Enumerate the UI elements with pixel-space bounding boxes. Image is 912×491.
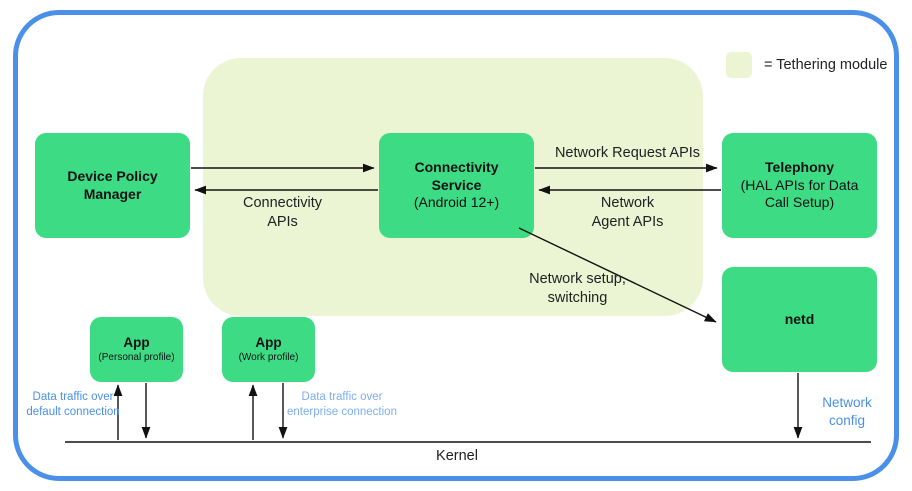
node-title: App <box>123 335 150 351</box>
outer-device-boundary <box>13 10 899 481</box>
node-app-personal-profile: App (Personal profile) <box>90 317 183 382</box>
node-device-policy-manager: Device Policy Manager <box>35 133 190 238</box>
node-subtitle-line1: (HAL APIs for Data <box>740 176 859 193</box>
label-connectivity-apis: Connectivity APIs <box>243 195 322 230</box>
node-subtitle: (Personal profile) <box>98 351 175 363</box>
label-network-config: Network config <box>822 395 872 428</box>
node-app-work-profile: App (Work profile) <box>222 317 315 382</box>
label-network-agent-apis: Network Agent APIs <box>591 195 664 230</box>
node-title-line1: Device Policy <box>67 167 158 184</box>
label-data-traffic-enterprise-connection: Data traffic over enterprise connection <box>287 391 397 418</box>
node-title-line1: Connectivity <box>414 158 499 175</box>
node-title: App <box>255 335 282 351</box>
node-subtitle: (Work profile) <box>238 351 299 363</box>
node-telephony: Telephony (HAL APIs for Data Call Setup) <box>722 133 877 238</box>
legend: = Tethering module <box>726 52 887 78</box>
label-data-traffic-default-connection: Data traffic over default connection <box>26 391 120 418</box>
node-subtitle-line2: Call Setup) <box>764 194 835 211</box>
node-title: netd <box>784 310 815 327</box>
legend-label: = Tethering module <box>764 57 888 73</box>
node-title-line2: Service <box>431 176 482 193</box>
label-network-setup-switching: Network setup, switching <box>529 271 626 306</box>
label-kernel: Kernel <box>436 448 478 464</box>
node-netd: netd <box>722 267 877 372</box>
label-network-request-apis: Network Request APIs <box>554 145 701 161</box>
node-subtitle: (Android 12+) <box>413 194 500 211</box>
node-connectivity-service: Connectivity Service (Android 12+) <box>379 133 534 238</box>
tethering-module-swatch <box>726 52 752 78</box>
node-title: Telephony <box>765 158 834 175</box>
node-title-line2: Manager <box>83 185 142 202</box>
